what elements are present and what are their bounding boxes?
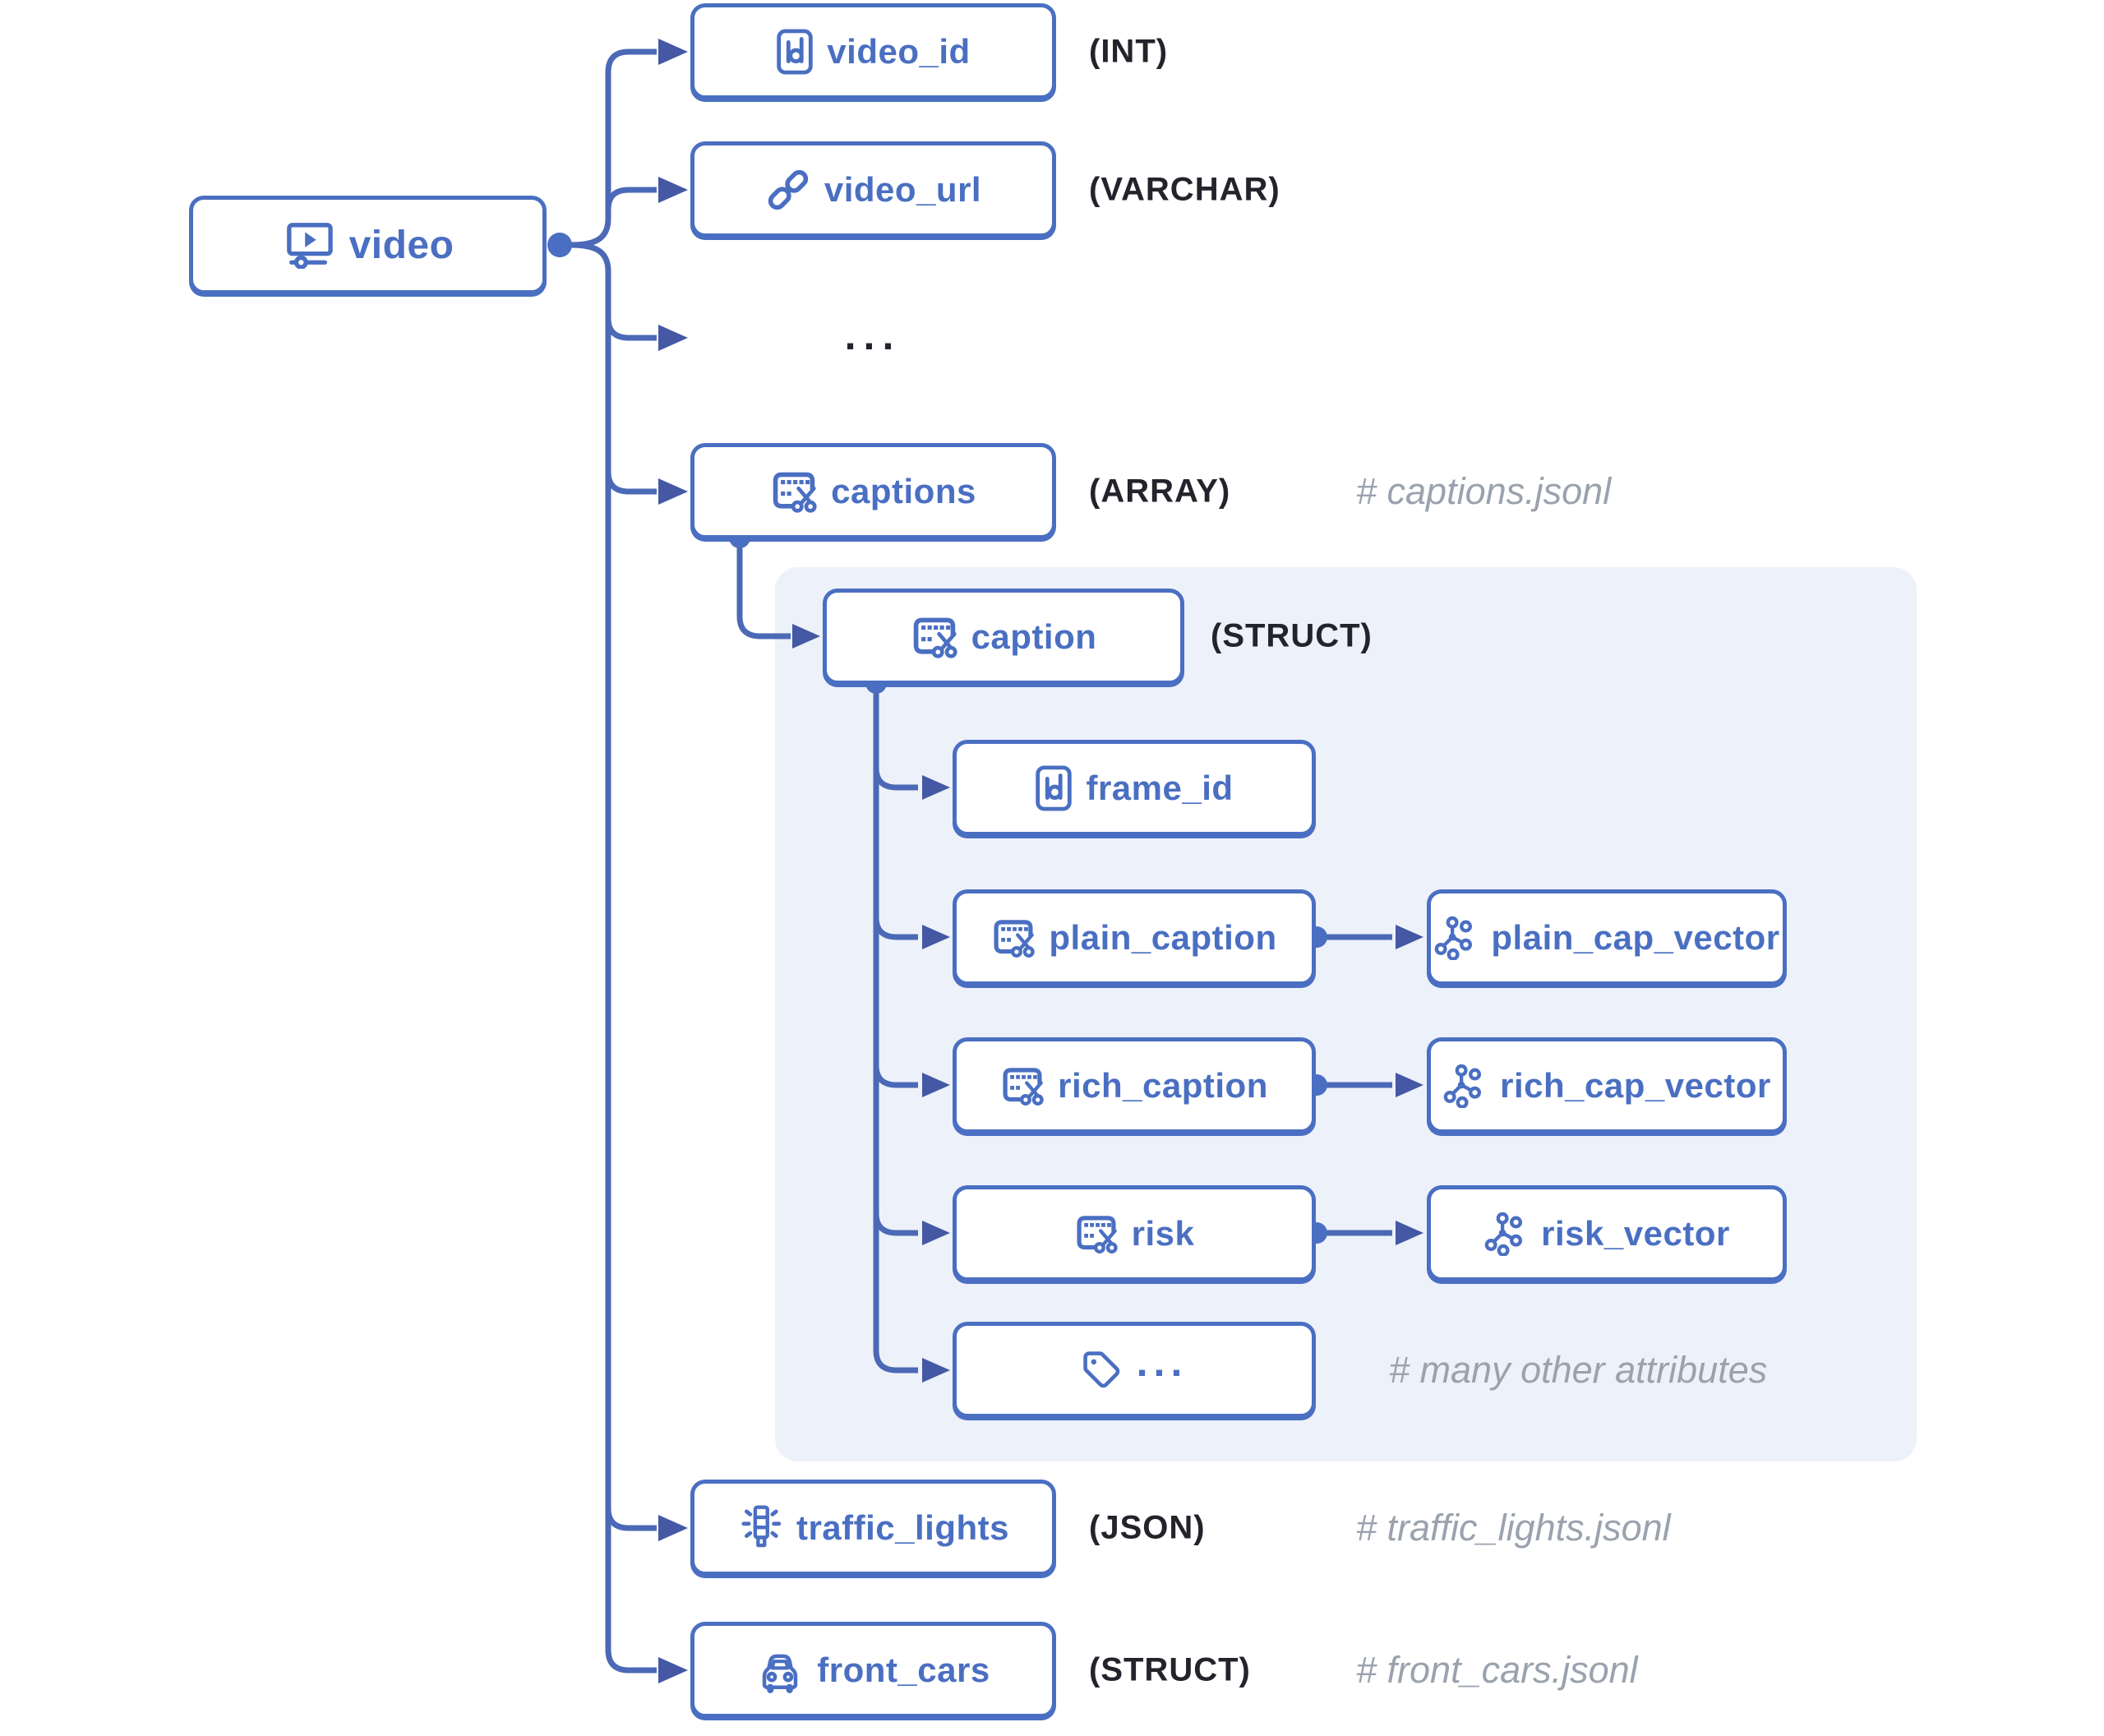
vector-graph-icon [1484,1212,1523,1256]
caption-clip-icon [913,617,957,658]
node-label: video_url [824,169,982,209]
node-risk: risk [953,1185,1316,1281]
comment-traffic-lights-file: # traffic_lights.jsonl [1356,1507,1671,1549]
vector-graph-icon [1435,916,1473,960]
node-video-id: video_id [690,3,1056,99]
node-rich-cap-vector: rich_cap_vector [1427,1037,1787,1133]
caption-clip-icon [1077,1215,1118,1254]
node-frame-id: frame_id [953,740,1316,836]
node-label: risk [1131,1213,1195,1253]
node-label: front_cars [817,1650,990,1689]
type-label-caption: (STRUCT) [1211,617,1373,654]
node-traffic-lights: traffic_lights [690,1480,1056,1576]
id-badge-icon [777,28,814,75]
caption-clip-icon [773,472,817,513]
node-video: video [189,196,547,294]
video-icon [286,223,333,269]
node-caption: caption [823,589,1184,685]
node-rich-caption: rich_caption [953,1037,1316,1133]
node-captions: captions [690,443,1056,539]
id-badge-icon [1036,764,1073,811]
traffic-light-icon [741,1504,782,1547]
node-plain-caption: plain_caption [953,889,1316,986]
node-front-cars: front_cars [690,1622,1056,1718]
caption-struct-panel [775,567,1917,1461]
node-label: plain_caption [1049,917,1277,957]
node-label: rich_cap_vector [1500,1065,1771,1105]
caption-clip-icon [1003,1067,1044,1106]
comment-front-cars-file: # front_cars.jsonl [1356,1649,1638,1691]
node-label: video_id [827,31,971,71]
type-label-video-url: (VARCHAR) [1089,171,1280,208]
type-label-traffic-lights: (JSON) [1089,1509,1206,1546]
type-label-front-cars: (STRUCT) [1089,1651,1251,1688]
link-icon [768,169,809,210]
node-risk-vector: risk_vector [1427,1185,1787,1281]
node-label: plain_cap_vector [1491,917,1780,957]
type-label-captions: (ARRAY) [1089,473,1231,510]
node-plain-cap-vector: plain_cap_vector [1427,889,1787,986]
type-label-video-id: (INT) [1089,33,1169,70]
car-front-icon [763,1654,798,1693]
node-label: video [348,223,454,267]
tag-icon [1082,1350,1119,1387]
node-label: ... [1136,1338,1188,1385]
caption-clip-icon [994,919,1036,958]
node-label: captions [831,471,976,510]
comment-other-attributes: # many other attributes [1389,1349,1768,1391]
omitted-fields-ellipsis: ... [844,312,902,358]
node-label: traffic_lights [796,1507,1010,1547]
node-label: frame_id [1086,768,1234,807]
node-label: caption [971,616,1097,656]
node-label: risk_vector [1541,1213,1730,1253]
comment-captions-file: # captions.jsonl [1356,470,1612,512]
vector-graph-icon [1443,1064,1482,1108]
node-label: rich_caption [1058,1065,1268,1105]
node-other-attributes: ... [953,1322,1316,1418]
node-video-url: video_url [690,141,1056,238]
